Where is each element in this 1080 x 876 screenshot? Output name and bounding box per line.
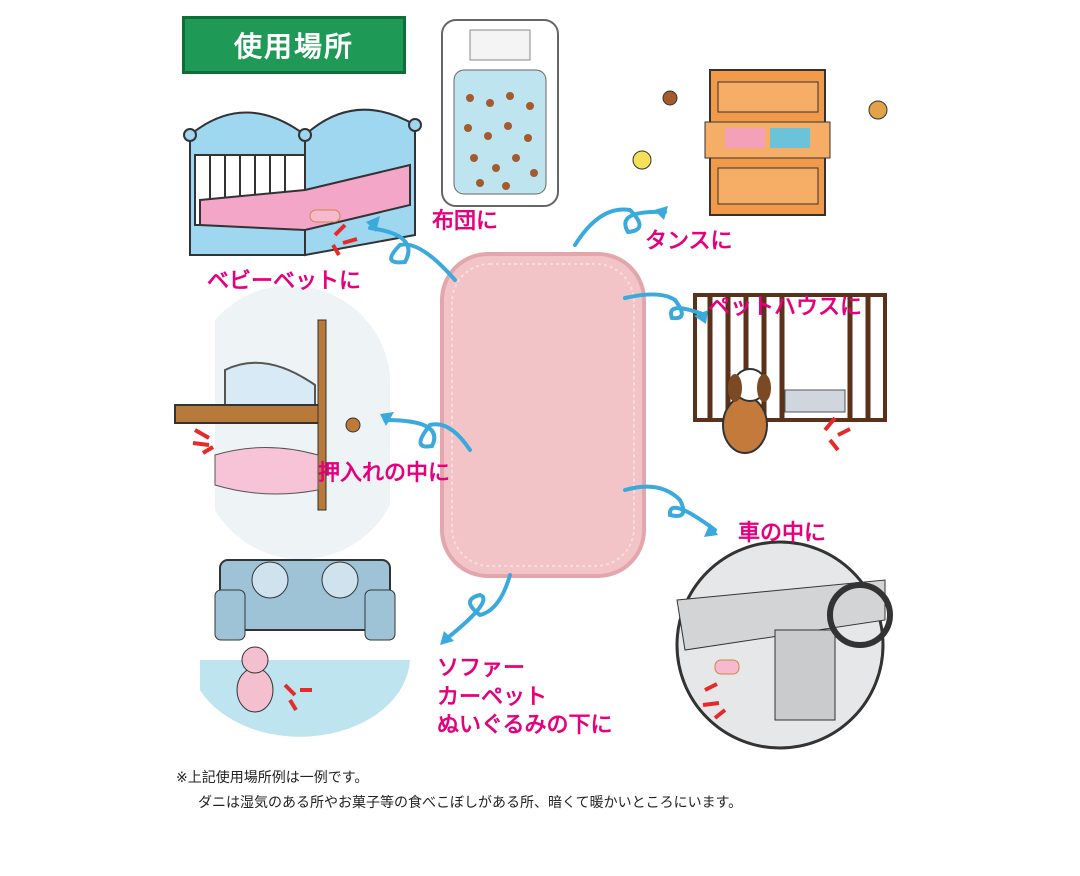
baby-bed-illustration [183, 108, 422, 257]
car-illustration [675, 540, 893, 750]
pet-house-illustration [693, 293, 887, 454]
label-car: 車の中に [738, 521, 827, 546]
label-carpet: カーペット [437, 684, 548, 710]
label-pet-house: ペットハウスに [708, 295, 863, 320]
label-closet: 押入れの中に [318, 461, 451, 486]
footnote-line-1: ※上記使用場所例は一例です。 [176, 770, 369, 786]
label-tansu: タンスに [645, 229, 733, 254]
label-stuffed-toy: ぬいぐるみの下に [437, 713, 613, 739]
futon-illustration [441, 19, 559, 207]
sofa-illustration [200, 559, 410, 737]
label-sofa-group: ソファー カーペット ぬいぐるみの下に [437, 655, 613, 741]
footnote-line-2: ダニは湿気のある所やお菓子等の食べこぼしがある所、暗くて暖かいところにいます。 [198, 794, 743, 811]
label-sofa: ソファー [437, 656, 526, 681]
label-baby-bed: ベビーベットに [207, 269, 362, 294]
label-futon: 布団に [432, 209, 499, 234]
mite-sheet-illustration [440, 252, 646, 578]
page-title: 使用場所 [182, 16, 406, 74]
footnote: ※上記使用場所例は一例です。 ダニは湿気のある所やお菓子等の食べこぼしがある所、… [176, 766, 1036, 815]
tansu-illustration [632, 69, 888, 216]
closet-illustration [174, 285, 390, 560]
